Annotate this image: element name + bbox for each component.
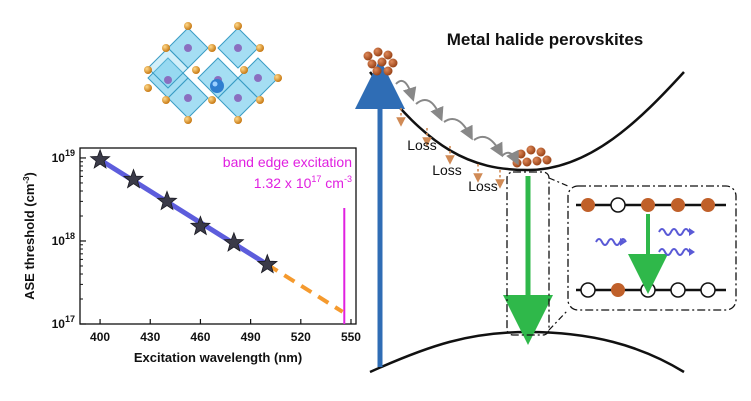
annotation-line-1: band edge excitation xyxy=(223,154,352,170)
plot-frame xyxy=(79,147,357,325)
y-tick-label: 1018 xyxy=(52,231,75,248)
data-point-star xyxy=(156,190,178,211)
extrapolation-line xyxy=(266,262,344,314)
valence-band-curve xyxy=(369,330,685,374)
fit-line xyxy=(97,157,270,268)
data-point-star xyxy=(189,215,211,236)
y-axis-title: ASE threshold (cm-3) xyxy=(22,172,37,300)
loss-label-1: Loss xyxy=(407,137,437,153)
conduction-band-curve xyxy=(369,71,685,172)
data-point-star xyxy=(122,168,145,189)
y-tick-label: 1017 xyxy=(52,314,75,331)
loss-arrows xyxy=(396,108,505,189)
data-point-star xyxy=(256,253,278,274)
loss-label-2: Loss xyxy=(432,162,462,178)
x-tick-label: 520 xyxy=(291,330,311,344)
relaxation-path xyxy=(395,80,519,166)
series-layer xyxy=(89,148,346,324)
focus-box xyxy=(506,171,550,336)
band-edge-carriers xyxy=(512,145,552,168)
x-tick-label: 460 xyxy=(190,330,210,344)
diagram-title: Metal halide perovskites xyxy=(447,30,644,49)
x-tick-label: 400 xyxy=(90,330,110,344)
perovskite-crystal-icon xyxy=(144,22,282,124)
x-axis-title: Excitation wavelength (nm) xyxy=(134,350,302,365)
y-tick-label: 1019 xyxy=(52,148,75,165)
stimulated-emission-inset-icon xyxy=(567,185,737,311)
ase-threshold-chart: 400 430 460 490 520 550 1017 1018 1019 Excitati… xyxy=(22,147,361,365)
connector-bottom xyxy=(548,309,569,331)
x-tick-label: 550 xyxy=(341,330,361,344)
annotation-line-2: 1.32 x 1017 cm-3 xyxy=(254,174,352,191)
y-axis-ticks: 1017 1018 1019 xyxy=(52,148,86,331)
data-point-star xyxy=(89,148,111,169)
loss-label-3: Loss xyxy=(468,178,498,194)
x-tick-label: 430 xyxy=(140,330,160,344)
x-tick-label: 490 xyxy=(241,330,261,344)
data-point-star xyxy=(223,231,245,252)
hot-carriers xyxy=(363,47,398,76)
x-axis-ticks: 400 430 460 490 520 550 xyxy=(90,319,361,344)
connector-top xyxy=(548,177,569,187)
